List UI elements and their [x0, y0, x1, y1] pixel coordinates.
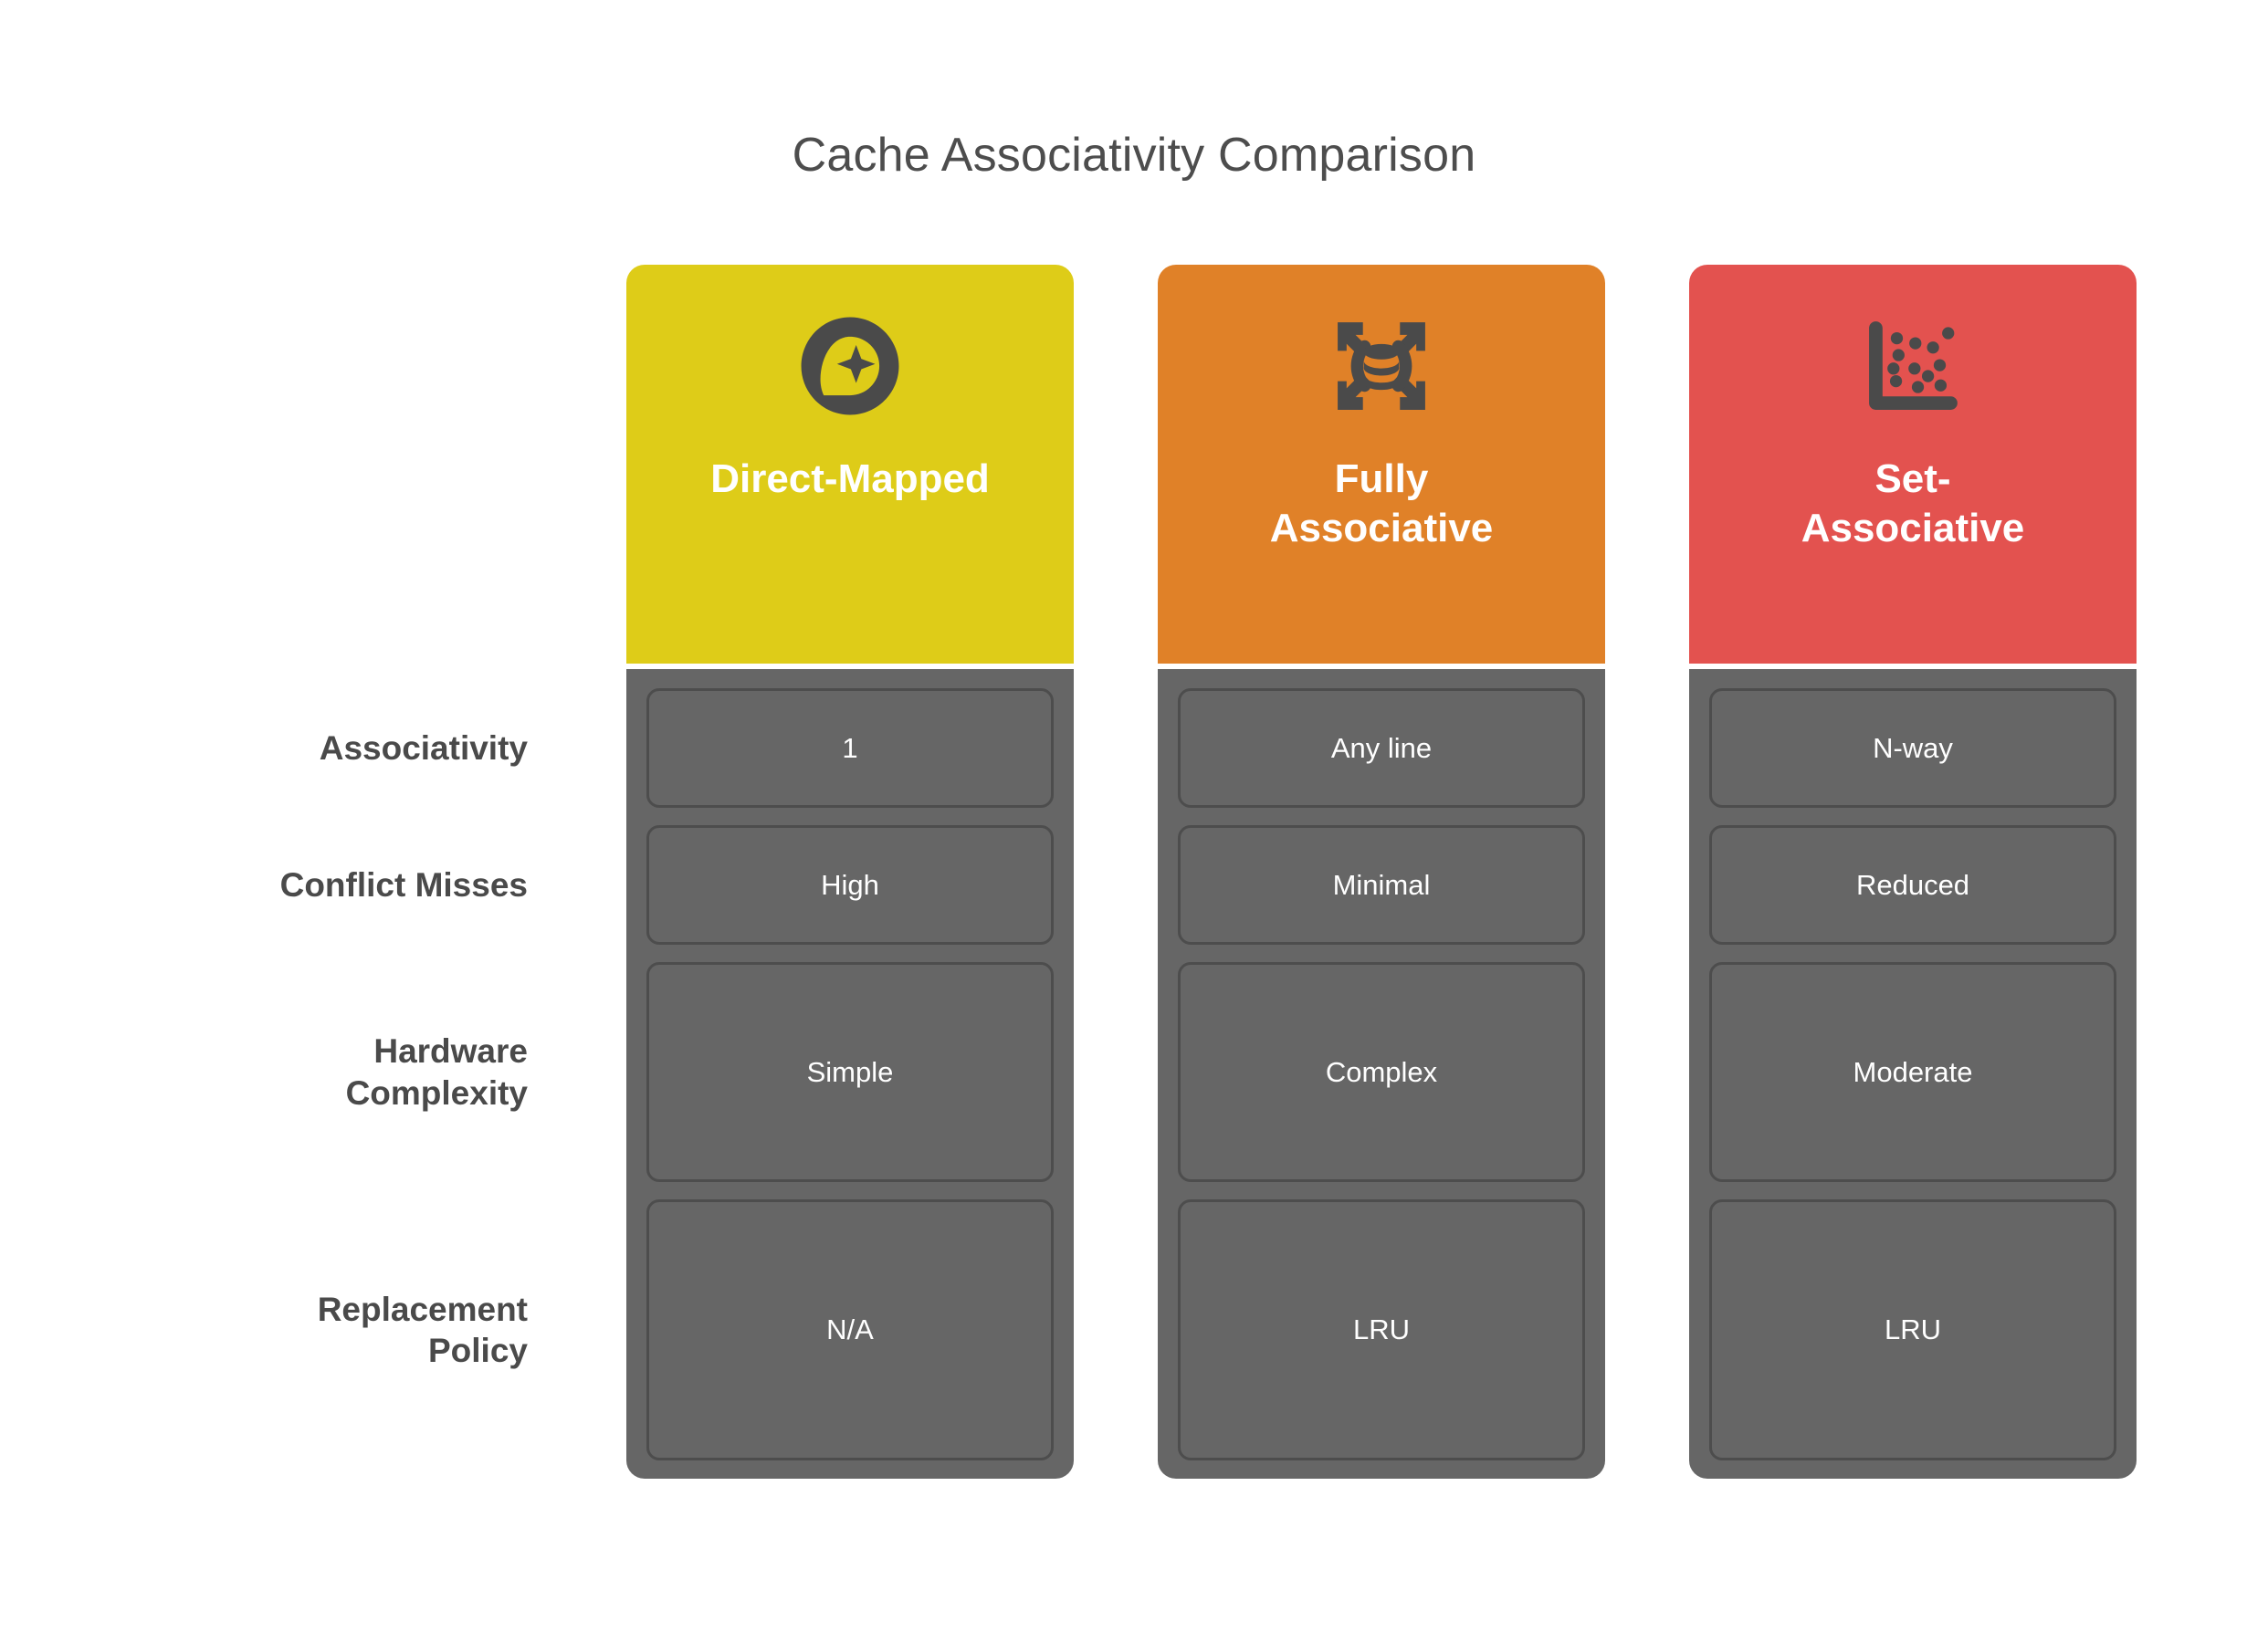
cell-direct-mapped-associativity[interactable]: 1	[646, 688, 1054, 808]
row-label-line: Conflict Misses	[279, 865, 528, 904]
row-label-line: Policy	[428, 1332, 528, 1369]
column-header-set-associative: Set- Associative	[1689, 265, 2137, 664]
column-title-set-associative: Set- Associative	[1689, 455, 2137, 552]
column-body-direct-mapped: 1 High Simple N/A	[626, 669, 1074, 1479]
row-label-hardware-complexity: Hardware Complexity	[110, 962, 528, 1182]
column-set-associative[interactable]: Set- Associative N-way Reduced Moderate …	[1689, 265, 2137, 1479]
column-direct-mapped[interactable]: Direct-Mapped 1 High Simple N/A	[626, 265, 1074, 1479]
cell-direct-mapped-conflict-misses[interactable]: High	[646, 825, 1054, 945]
row-label-associativity: Associativity	[110, 688, 528, 808]
cell-set-associative-replacement-policy[interactable]: LRU	[1709, 1199, 2116, 1460]
column-title-line: Associative	[1269, 505, 1494, 550]
column-title-line: Set-	[1874, 456, 1951, 501]
row-label-line: Associativity	[319, 728, 528, 767]
cell-fully-associative-hardware-complexity[interactable]: Complex	[1178, 962, 1585, 1182]
cell-set-associative-associativity[interactable]: N-way	[1709, 688, 2116, 808]
row-label-line: Hardware	[373, 1032, 528, 1071]
row-label-line: Replacement	[317, 1290, 528, 1328]
cell-set-associative-conflict-misses[interactable]: Reduced	[1709, 825, 2116, 945]
cell-fully-associative-conflict-misses[interactable]: Minimal	[1178, 825, 1585, 945]
database-expand-icon	[1338, 322, 1425, 410]
column-title-line: Associative	[1801, 505, 2025, 550]
column-header-direct-mapped: Direct-Mapped	[626, 265, 1074, 664]
row-label-column: Associativity Conflict Misses Hardware C…	[110, 669, 528, 1479]
cell-set-associative-hardware-complexity[interactable]: Moderate	[1709, 962, 2116, 1182]
column-header-fully-associative: Fully Associative	[1158, 265, 1605, 664]
row-label-replacement-policy: Replacement Policy	[110, 1199, 528, 1460]
column-title-line: Fully	[1334, 456, 1429, 501]
cell-direct-mapped-replacement-policy[interactable]: N/A	[646, 1199, 1054, 1460]
scatter-plot-icon	[1869, 321, 1958, 410]
column-body-set-associative: N-way Reduced Moderate LRU	[1689, 669, 2137, 1479]
row-label-conflict-misses: Conflict Misses	[110, 825, 528, 945]
column-fully-associative[interactable]: Fully Associative Any line Minimal Compl…	[1158, 265, 1605, 1479]
cell-fully-associative-replacement-policy[interactable]: LRU	[1178, 1199, 1585, 1460]
column-title-line: Direct-Mapped	[710, 456, 990, 501]
row-label-line: Complexity	[345, 1073, 528, 1112]
column-body-fully-associative: Any line Minimal Complex LRU	[1158, 669, 1605, 1479]
page-title: Cache Associativity Comparison	[792, 129, 1476, 182]
column-title-direct-mapped: Direct-Mapped	[626, 455, 1074, 504]
sparkle-in-circle-icon	[801, 317, 899, 415]
column-title-fully-associative: Fully Associative	[1158, 455, 1605, 552]
cell-fully-associative-associativity[interactable]: Any line	[1178, 688, 1585, 808]
cell-direct-mapped-hardware-complexity[interactable]: Simple	[646, 962, 1054, 1182]
